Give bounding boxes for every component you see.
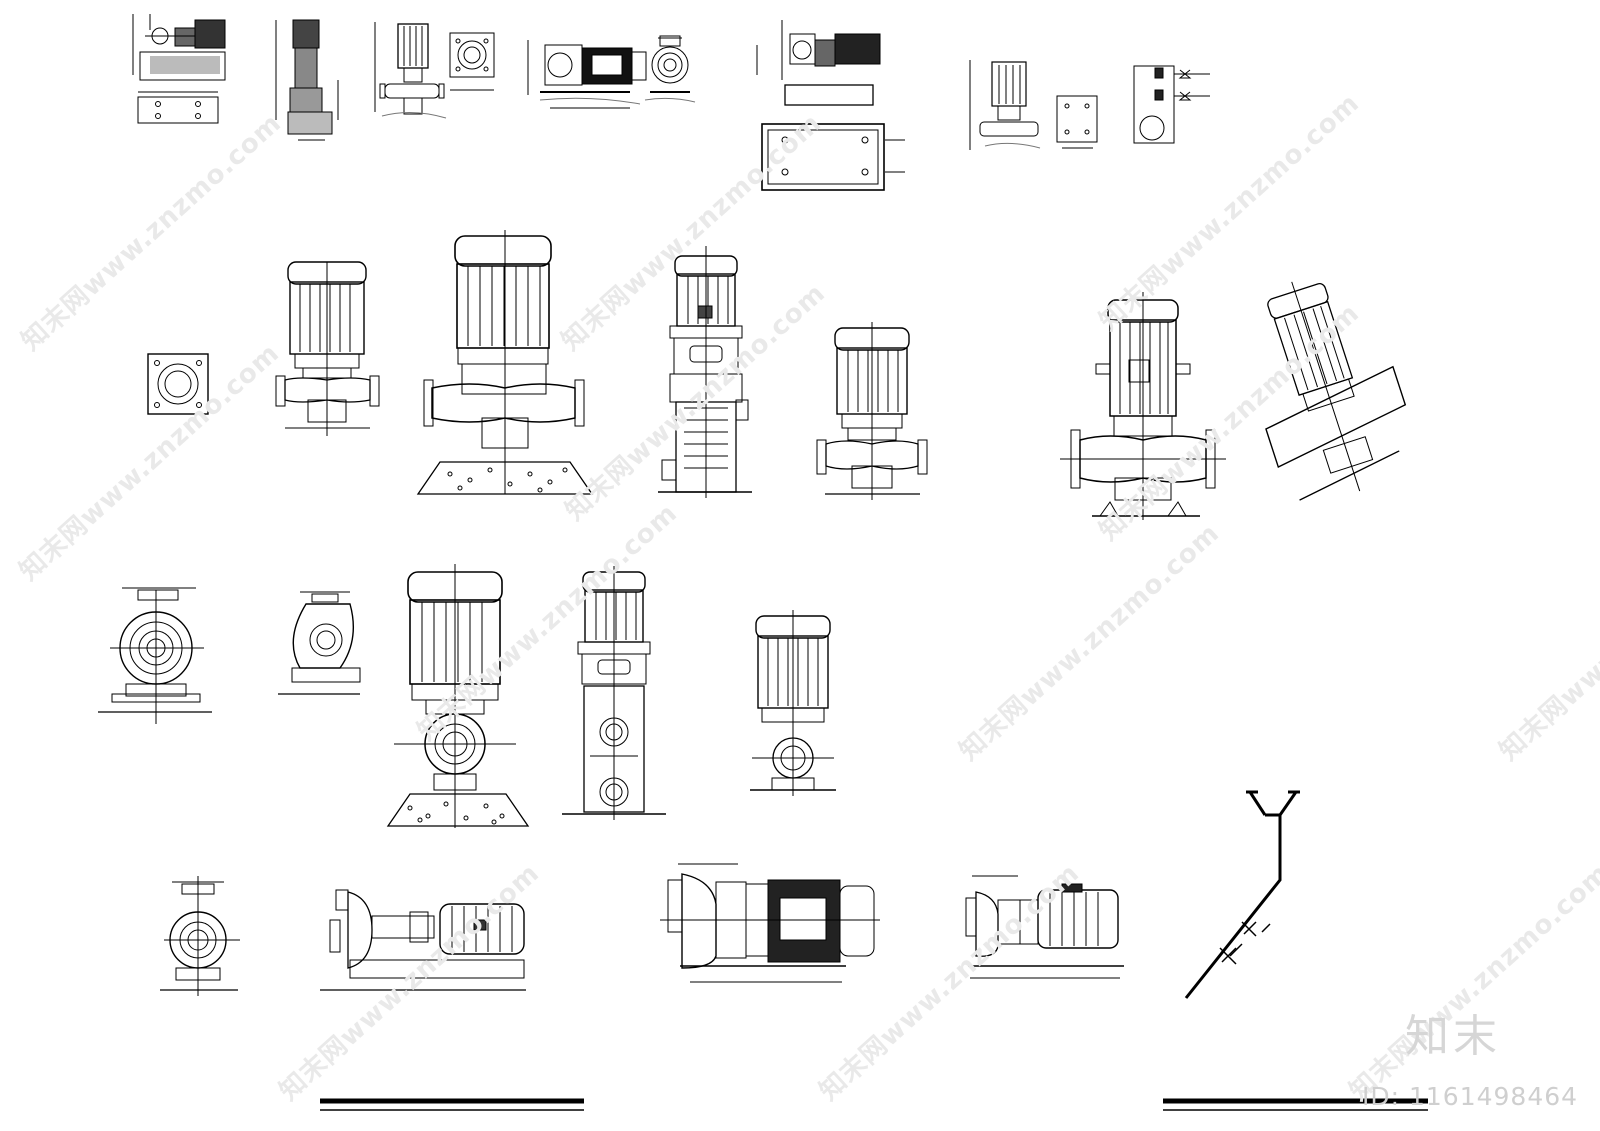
end-suction-pump-front-small xyxy=(160,876,240,996)
thumb-inline-pump-elevation xyxy=(374,22,447,119)
horizontal-close-coupled-pump-small xyxy=(965,875,1124,979)
thumb-vertical-multistage-pump xyxy=(275,19,339,141)
thumb-valve-schematic xyxy=(1133,65,1210,144)
vertical-inline-pump-small xyxy=(275,261,380,436)
thumb-horizontal-pump-on-foundation xyxy=(132,14,226,124)
thumb-end-suction-pump-elevation xyxy=(527,40,647,109)
end-suction-pump-casing xyxy=(278,591,361,695)
horizontal-pump-coupled-motor xyxy=(320,889,526,991)
inline-pump-isometric xyxy=(1265,281,1407,501)
pipe-valve-schematic xyxy=(1184,790,1300,999)
thumb-pump-with-base-plan xyxy=(756,20,905,191)
thumb-small-inline-pump xyxy=(969,60,1098,150)
vertical-inline-pump-large xyxy=(1060,292,1226,520)
vertical-multistage-pump-front xyxy=(562,566,666,820)
vertical-multistage-pump xyxy=(658,246,752,498)
brand-logo: 知末 xyxy=(1405,1011,1501,1062)
vertical-inline-pump-medium xyxy=(816,322,928,500)
square-flange-plate xyxy=(147,353,209,415)
thumb-end-suction-pump-end-view xyxy=(644,35,696,103)
vertical-pump-front-on-foundation xyxy=(386,564,530,828)
horizontal-close-coupled-pump-large xyxy=(660,863,880,983)
vertical-pump-front-small xyxy=(750,610,836,796)
end-suction-pump-front xyxy=(98,587,212,724)
vertical-inline-pump-on-foundation xyxy=(416,230,594,495)
image-id-label: ID: 1161498464 xyxy=(1362,1082,1579,1111)
thumb-inline-pump-flange-plan xyxy=(449,32,495,91)
